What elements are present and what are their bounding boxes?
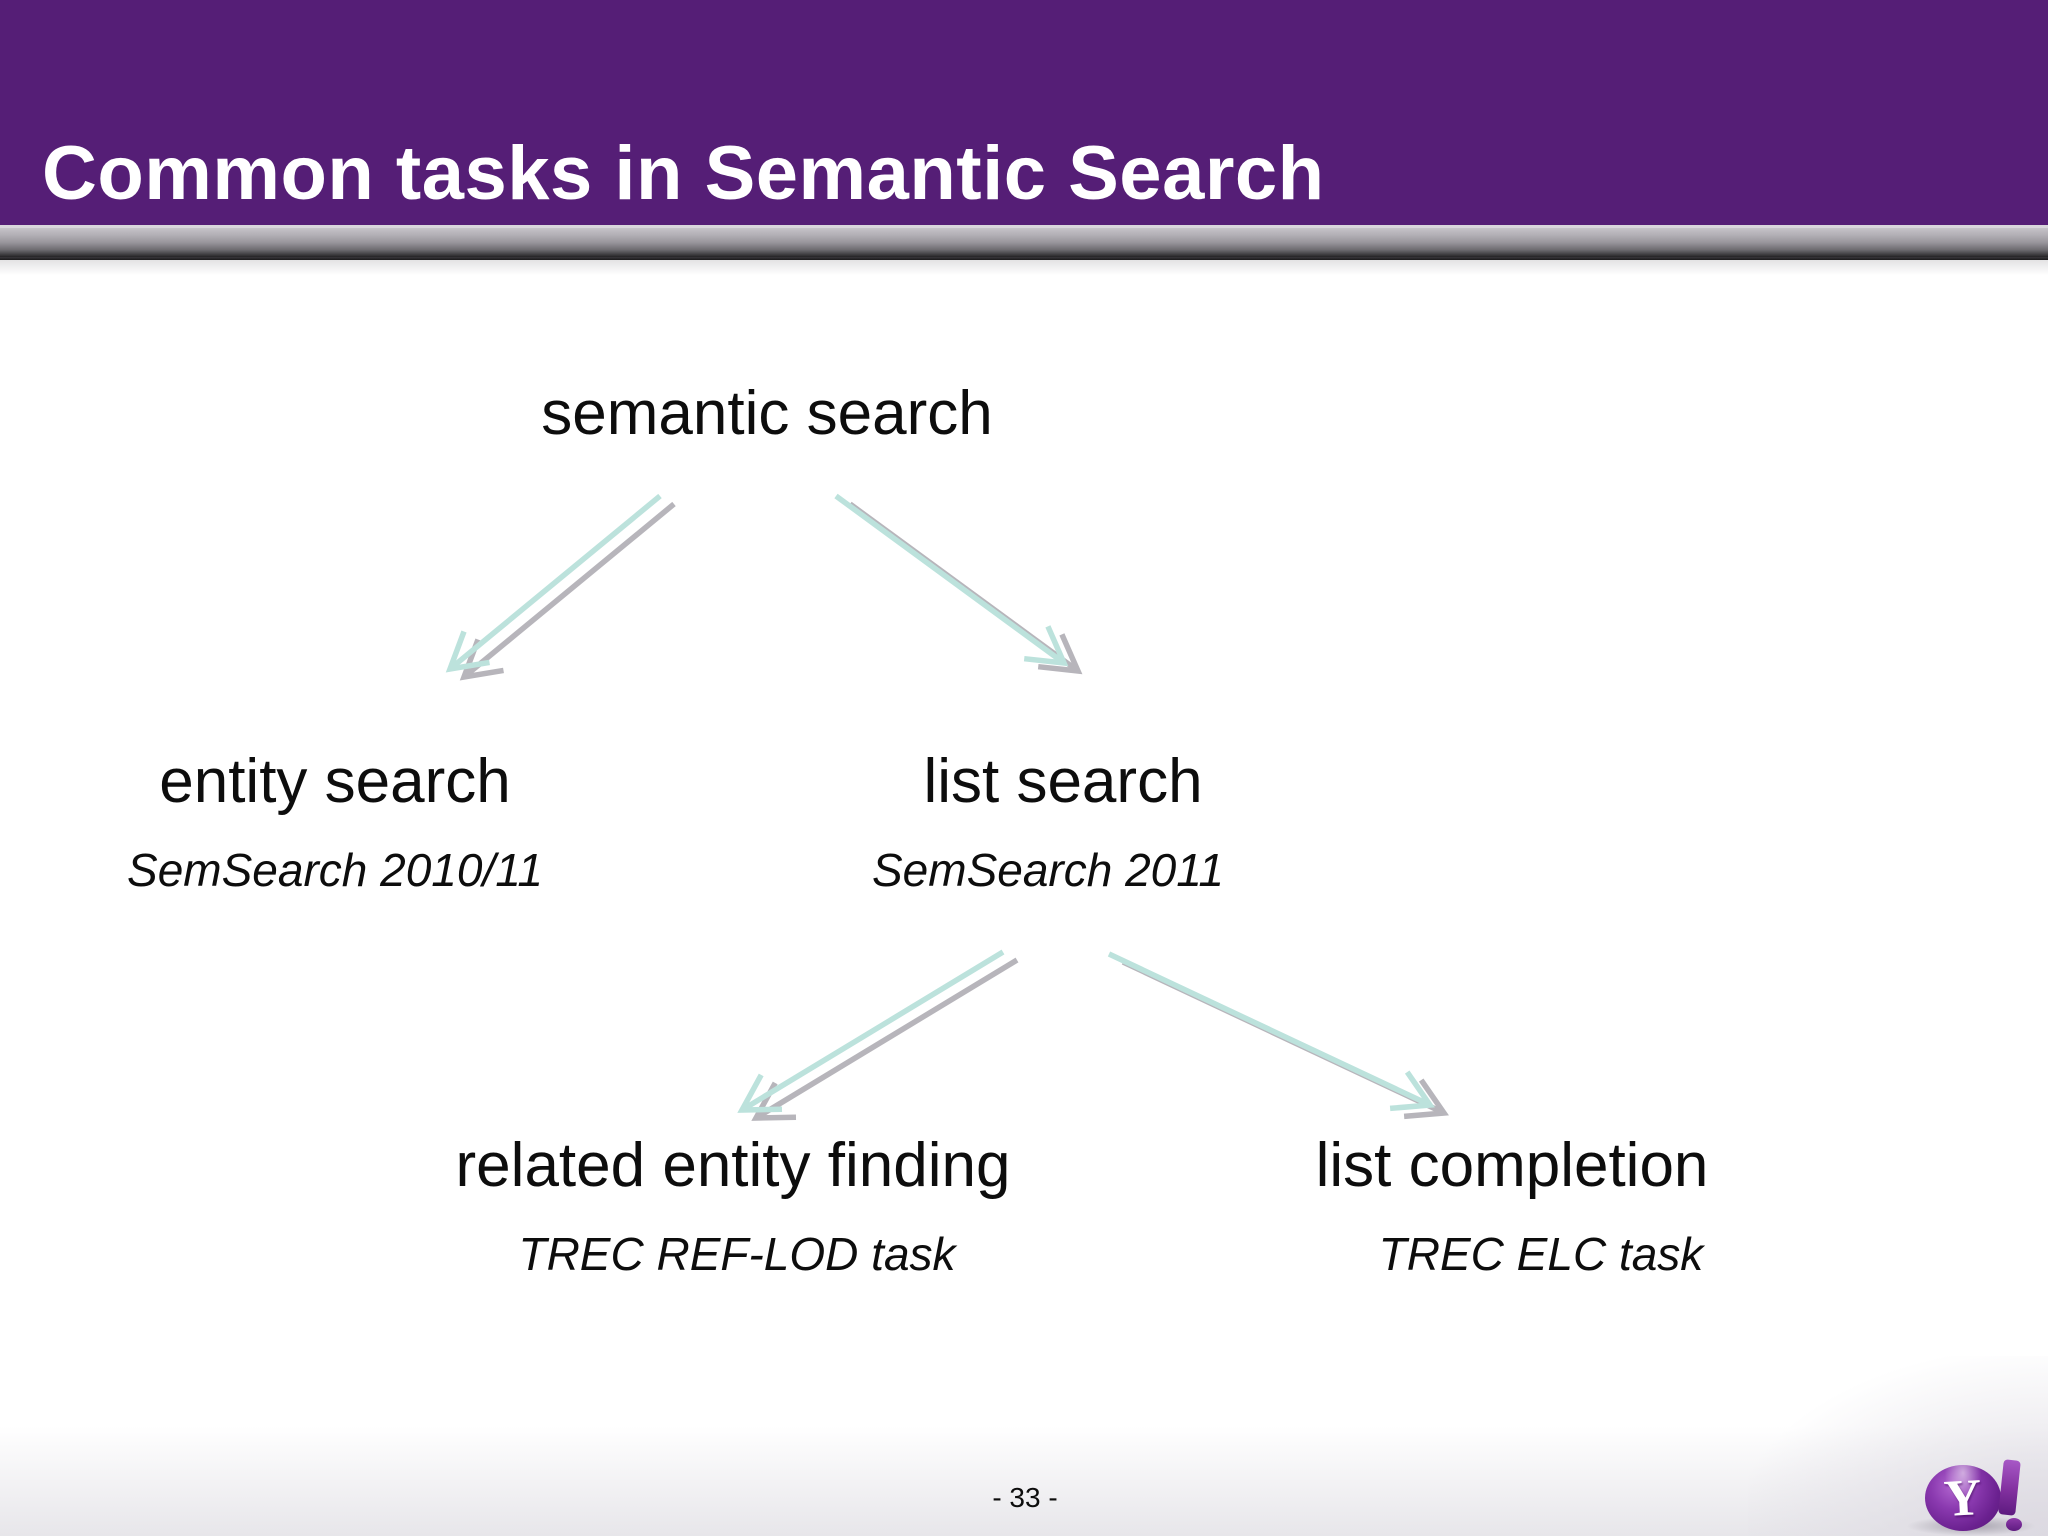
- slide-header: Common tasks in Semantic Search: [0, 0, 2048, 225]
- arrow-line: [1107, 951, 1435, 1112]
- page-title: Common tasks in Semantic Search: [42, 131, 1325, 216]
- arrow-semantic-search-to-list-search: [834, 493, 1083, 675]
- arrow-shadow: [459, 501, 676, 681]
- yahoo-logo: Y: [1898, 1420, 2048, 1536]
- arrow-shadow: [751, 957, 1019, 1121]
- node-list-search: list search: [923, 747, 1203, 816]
- header-accent-bar: [0, 225, 2048, 260]
- caption-list-completion: TREC ELC task: [1378, 1228, 1704, 1280]
- header-bar-shadow: [0, 257, 2048, 275]
- caption-entity-search: SemSearch 2010/11: [127, 844, 543, 896]
- node-list-completion: list completion: [1315, 1131, 1709, 1200]
- yahoo-logo-exclamation-bar: [1998, 1459, 2021, 1516]
- yahoo-logo-ball: Y: [1925, 1465, 2001, 1531]
- node-related-entity-finding: related entity finding: [455, 1131, 1011, 1200]
- arrow-line: [834, 493, 1069, 667]
- yahoo-logo-y-letter: Y: [1942, 1469, 1984, 1528]
- caption-related-entity-finding: TREC REF-LOD task: [518, 1228, 956, 1280]
- caption-list-search: SemSearch 2011: [871, 844, 1225, 896]
- arrow-line: [737, 949, 1005, 1113]
- bottom-shade: [0, 1426, 2048, 1536]
- page-number: - 33 -: [992, 1482, 1058, 1513]
- arrow-list-search-to-list-completion: [1107, 951, 1449, 1120]
- node-entity-search: entity search: [159, 747, 511, 816]
- arrow-list-search-to-related-entity-finding: [737, 949, 1019, 1121]
- arrow-line: [445, 493, 662, 673]
- arrow-semantic-search-to-entity-search: [445, 493, 676, 681]
- yahoo-logo-exclamation-dot: [2006, 1518, 2022, 1531]
- node-semantic-search: semantic search: [541, 379, 993, 448]
